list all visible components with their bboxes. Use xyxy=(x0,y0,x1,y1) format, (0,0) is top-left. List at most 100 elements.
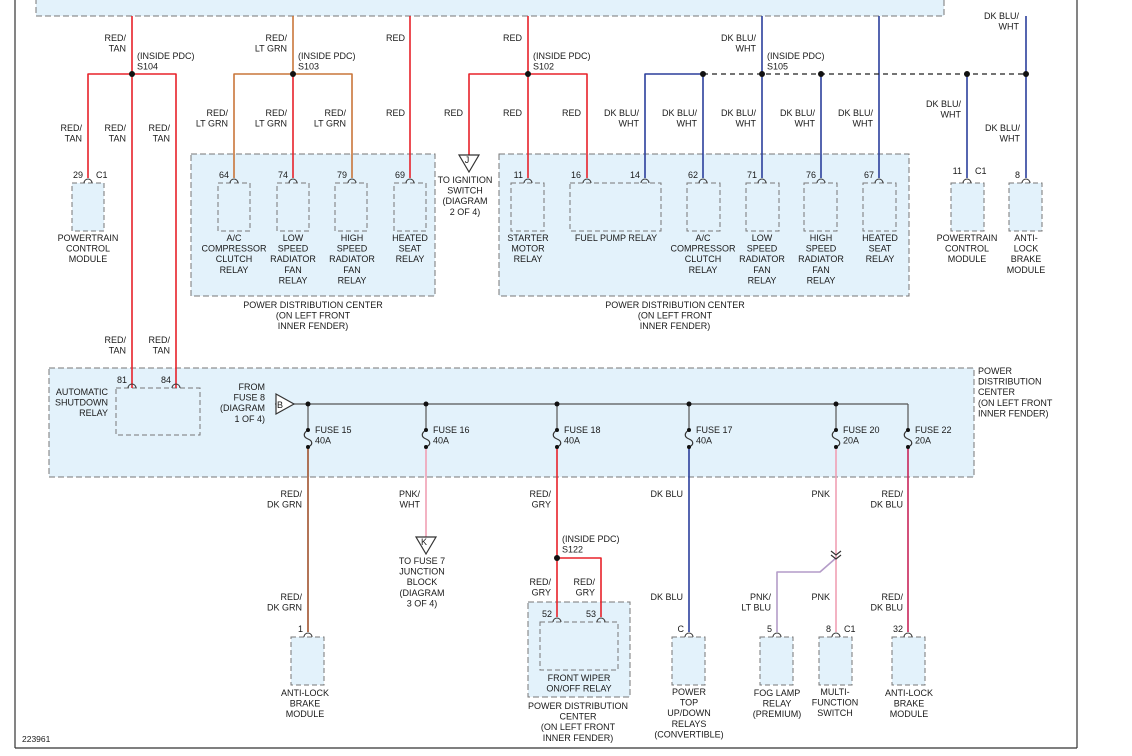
low-fan-box-right xyxy=(745,182,780,232)
wire-label-pnk-wht: PNK/WHT xyxy=(399,489,421,510)
pin-c1-left: C1 xyxy=(96,170,108,180)
pin-terminals xyxy=(83,178,1031,638)
wire-label-dkblu-wht-71: DK BLU/WHT xyxy=(721,108,757,129)
pin-11: 11 xyxy=(514,170,523,180)
ac-relay-box-left xyxy=(217,182,251,232)
pin-16: 16 xyxy=(571,170,581,180)
mfs-box xyxy=(818,636,853,686)
wire-label-dkblu-wht-76: DK BLU/WHT xyxy=(780,108,816,129)
pin-1: 1 xyxy=(298,624,303,634)
fuel-pump-box xyxy=(569,182,662,232)
splice-label-s105: (INSIDE PDC)S105 xyxy=(767,51,825,72)
splice-label-s102: (INSIDE PDC)S102 xyxy=(533,51,591,72)
abs-box-bottom-right xyxy=(891,636,926,686)
wire-pnk-ltblu xyxy=(776,557,837,632)
pin-29: 29 xyxy=(73,170,83,180)
wire-label-dkblu-wht-8: DK BLU/WHT xyxy=(985,123,1021,144)
wire-label-dkblu-wht-67: DK BLU/WHT xyxy=(838,108,874,129)
wire-label-dkblu-top: DK BLU xyxy=(650,489,683,499)
wire-label-dkblu-wht-top: DK BLU/WHT xyxy=(721,33,757,54)
heated-seat-box-right xyxy=(862,182,897,232)
wire-label-red-gry-top: RED/GRY xyxy=(529,489,551,510)
wire-label-pnk-top: PNK xyxy=(811,489,830,499)
heated-seat-box-left xyxy=(393,182,427,232)
wire-label-dkblu-low: DK BLU xyxy=(650,592,683,602)
pin-14: 14 xyxy=(630,170,640,180)
pin-71: 71 xyxy=(747,170,757,180)
wire-label-red-tan-29: RED/TAN xyxy=(60,123,82,144)
pin-64: 64 xyxy=(219,170,229,180)
top-pdc-box xyxy=(35,0,945,17)
splice-label-s122: (INSIDE PDC)S122 xyxy=(562,534,620,555)
pin-76: 76 xyxy=(806,170,816,180)
wire-label-dkblu-wht-14: DK BLU/WHT xyxy=(604,108,640,129)
pin-69: 69 xyxy=(395,170,405,180)
wire-label-red-gry-53: RED/GRY xyxy=(573,577,595,598)
wire-label-red-16: RED xyxy=(562,108,582,118)
wire-label-pnk-low: PNK xyxy=(811,592,830,602)
wire-label-red-tan-84: RED/TAN xyxy=(148,123,170,144)
starter-box xyxy=(510,182,545,232)
label-connector-k: K xyxy=(421,537,427,547)
pin-67: 67 xyxy=(864,170,874,180)
high-fan-box-right xyxy=(803,182,838,232)
pin-8-mfs: 8 xyxy=(826,624,831,634)
wire-label-red-top-s102: RED xyxy=(503,33,523,43)
inline-connector xyxy=(830,550,842,560)
wire-label-red-dkblu-low: RED/DK BLU xyxy=(870,592,903,613)
pin-79: 79 xyxy=(337,170,347,180)
wire-label-red-dkblu-top: RED/DK BLU xyxy=(870,489,903,510)
high-fan-box-left xyxy=(334,182,368,232)
pcm-box-right xyxy=(950,182,985,232)
fog-lamp-box xyxy=(759,636,794,686)
wire-label-red-ltgrn-79: RED/LT GRN xyxy=(314,108,347,129)
pin-c1-right: C1 xyxy=(975,166,987,176)
wire-label-red-dkgrn-low: RED/DK GRN xyxy=(267,592,303,613)
wire-label-red-tan-81-low: RED/TAN xyxy=(104,335,126,356)
diagram-frame xyxy=(14,0,1078,749)
splice-label-s104: (INSIDE PDC)S104 xyxy=(137,51,195,72)
pin-32: 32 xyxy=(893,624,903,634)
pin-c: C xyxy=(678,624,685,634)
wire-label-red-dkgrn-top: RED/DK GRN xyxy=(267,489,303,510)
pin-53: 53 xyxy=(586,609,596,619)
low-fan-box-left xyxy=(276,182,310,232)
ac-relay-box-right xyxy=(686,182,721,232)
wire-red-gry xyxy=(556,447,602,617)
wire-label-red-ltgrn-64: RED/LT GRN xyxy=(196,108,229,129)
wire-label-red-ign: RED xyxy=(444,108,464,118)
pin-c1-mfs: C1 xyxy=(844,624,856,634)
wire-label-dkblu-wht-11: DK BLU/WHT xyxy=(926,99,962,120)
wire-label-dkblu-wht-62: DK BLU/WHT xyxy=(662,108,698,129)
wire-label-red-gry-52: RED/GRY xyxy=(529,577,551,598)
wire-label-red-tan-top: RED/TAN xyxy=(104,33,126,54)
wire-label-dkblu-wht-top-right: DK BLU/WHT xyxy=(984,11,1020,32)
abs-box-right xyxy=(1008,182,1043,232)
